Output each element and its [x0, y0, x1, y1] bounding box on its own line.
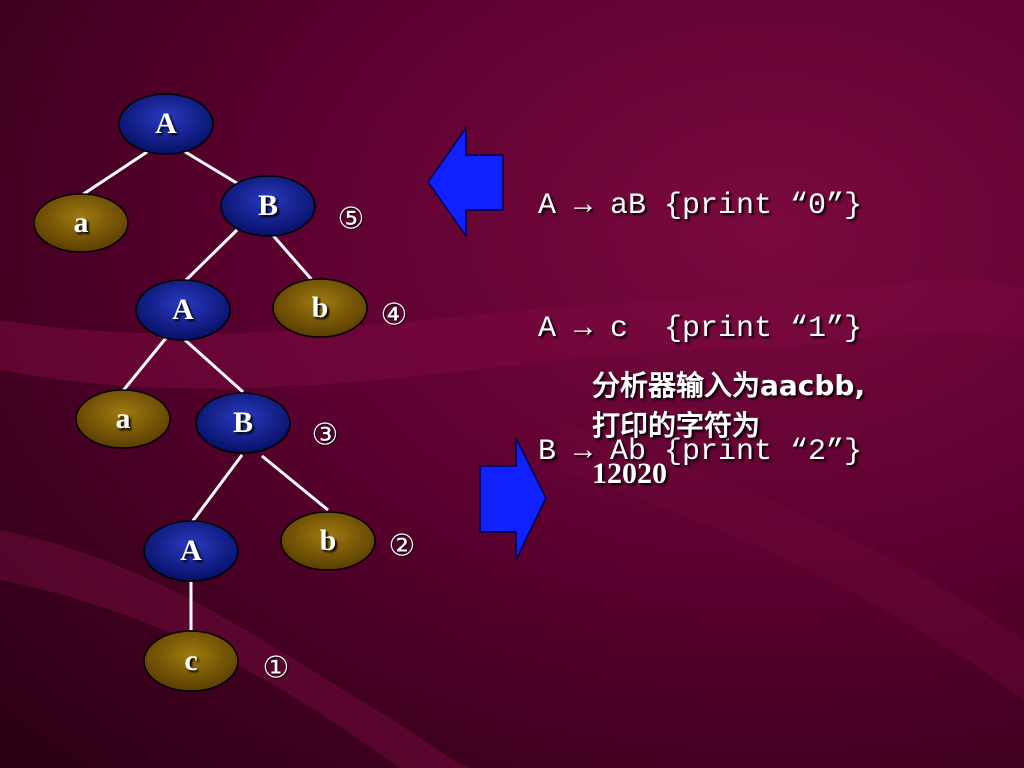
tree-node [143, 630, 239, 692]
tree-node [195, 392, 291, 454]
tree-node [135, 279, 231, 341]
node-label-A-root: A [155, 107, 177, 140]
rule-line: A → aB {print “0”} [538, 189, 863, 223]
left-arrow-icon [427, 125, 504, 239]
node-label-b: b [311, 291, 329, 324]
node-label-A: A [180, 534, 202, 567]
tree-edge [268, 231, 314, 281]
node-label-b: b [319, 524, 337, 557]
node-label-A: A [172, 293, 194, 326]
order-mark-2: ② [388, 528, 416, 564]
tree-edge [190, 454, 244, 523]
tree-edge [261, 454, 329, 512]
node-label-a: a [73, 206, 89, 239]
tree-edge [120, 337, 168, 393]
tree-edge [81, 148, 151, 197]
tree-node [280, 511, 376, 571]
grammar-rules: A → aB {print “0”} A → c {print “1”} B →… [538, 104, 862, 514]
note-result: 12020 [592, 457, 667, 490]
node-label-c: c [184, 644, 198, 677]
tree-node [220, 175, 316, 237]
tree-edge [181, 228, 239, 285]
node-label-B: B [232, 406, 254, 439]
output-note: 分析器输入为aacbb, 打印的字符为 12020 [592, 366, 865, 494]
tree-edge [183, 338, 245, 394]
tree-edge [181, 148, 246, 190]
tree-node [75, 389, 171, 449]
order-mark-3: ③ [311, 417, 339, 453]
node-label-a: a [115, 402, 131, 435]
tree-node [272, 278, 368, 338]
tree-node [118, 93, 214, 155]
rule-line: A → c {print “1”} [538, 312, 863, 346]
rule-line: B → Ab {print “2”} [538, 435, 863, 469]
tree-node [143, 520, 239, 582]
order-mark-1: ① [262, 650, 290, 686]
order-mark-4: ④ [380, 297, 408, 333]
tree-node [33, 193, 129, 253]
node-label-B: B [257, 189, 279, 222]
note-line-2: 打印的字符为 [592, 409, 761, 442]
right-arrow-icon [479, 437, 547, 561]
order-mark-5: ⑤ [337, 201, 365, 237]
note-line-1: 分析器输入为aacbb, [592, 369, 866, 402]
